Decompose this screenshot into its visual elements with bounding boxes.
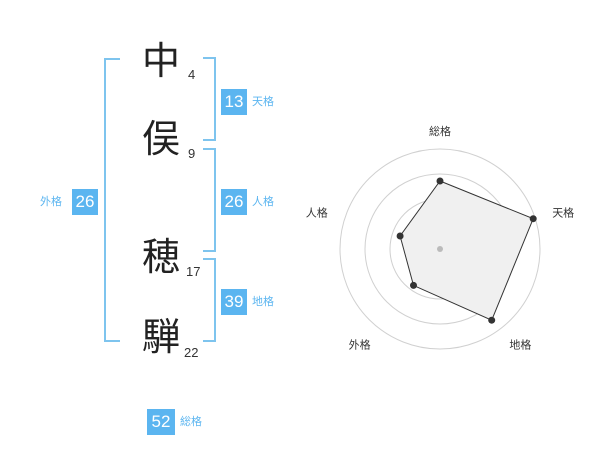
gaikaku-bracket xyxy=(104,58,120,342)
stroke-count-2: 9 xyxy=(188,146,196,161)
name-char-1: 中 xyxy=(141,39,180,83)
radar-center xyxy=(437,246,443,252)
name-char-3: 穂 xyxy=(141,235,180,279)
jinkaku-badge: 26 xyxy=(221,189,247,215)
radar-point-3 xyxy=(410,281,417,289)
radar-axis-label-3: 外格 xyxy=(349,338,371,352)
radar-point-2 xyxy=(488,316,496,324)
jinkaku-label: 人格 xyxy=(252,195,274,208)
gaikaku-badge: 26 xyxy=(72,189,98,215)
radar-point-4 xyxy=(396,232,404,240)
radar-area xyxy=(399,180,534,321)
radar-point-0 xyxy=(436,177,444,185)
tenkaku-bracket xyxy=(203,57,216,141)
radar-axis-label-4: 人格 xyxy=(306,206,328,220)
name-char-2: 俣 xyxy=(141,117,180,161)
radar-axis-label-2: 地格 xyxy=(509,338,531,352)
radar-axis-label-0: 総格 xyxy=(429,124,451,138)
name-char-4: 騨 xyxy=(141,315,180,359)
radar-ring-4 xyxy=(339,148,541,350)
soukaku-badge: 52 xyxy=(147,409,175,435)
soukaku-label: 総格 xyxy=(180,415,202,428)
gaikaku-label: 外格 xyxy=(40,195,62,208)
jinkaku-bracket xyxy=(203,148,216,252)
radar-axis-label-1: 天格 xyxy=(552,206,574,220)
chikaku-label: 地格 xyxy=(252,295,274,308)
chikaku-badge: 39 xyxy=(221,289,247,315)
radar-point-1 xyxy=(529,215,537,223)
tenkaku-badge: 13 xyxy=(221,89,247,115)
chikaku-bracket xyxy=(203,258,216,342)
stroke-count-4: 22 xyxy=(184,345,199,360)
stroke-count-3: 17 xyxy=(186,264,201,279)
tenkaku-label: 天格 xyxy=(252,95,274,108)
stroke-count-1: 4 xyxy=(188,67,196,82)
